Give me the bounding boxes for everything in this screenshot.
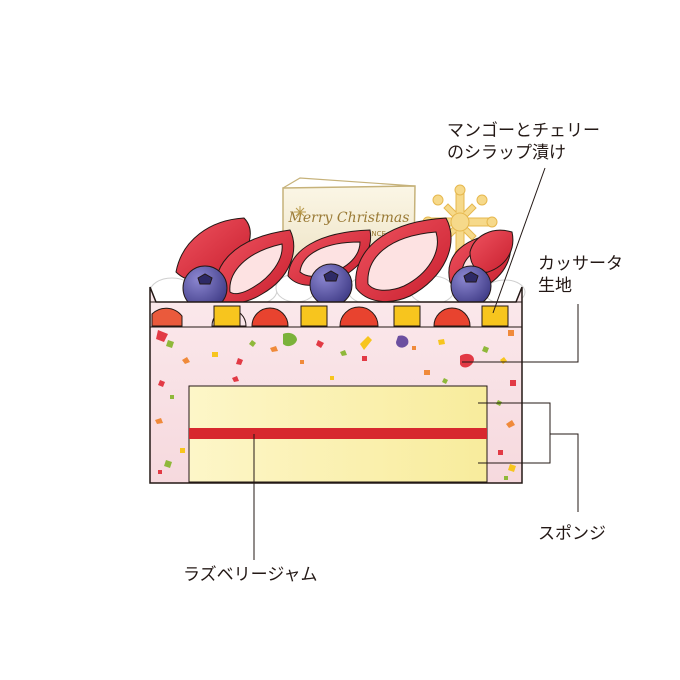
cherry-half bbox=[433, 307, 471, 327]
label-mango-cherry-syrup-line2: のシラップ漬け bbox=[447, 143, 566, 163]
sponge-layer bbox=[188, 385, 488, 483]
label-mango-cherry-syrup-line1: マンゴーとチェリー bbox=[447, 121, 600, 141]
label-sponge: スポンジ bbox=[538, 524, 606, 544]
mango-cube bbox=[393, 305, 421, 327]
strawberry-half-2 bbox=[287, 229, 372, 286]
label-mango-cherry-syrup: マンゴーとチェリー のシラップ漬け bbox=[447, 120, 600, 164]
leader-line-sponge bbox=[550, 433, 579, 512]
plaque-text-line1: Merry Christmas bbox=[288, 210, 410, 226]
blueberry-1 bbox=[182, 265, 228, 311]
mango-cube bbox=[213, 305, 241, 327]
raspberry-jam-layer bbox=[189, 428, 487, 439]
label-cassata-dough-line1: カッサータ bbox=[538, 254, 623, 274]
blueberry-3 bbox=[450, 265, 492, 307]
cassata-fruit-pieces bbox=[155, 330, 516, 480]
top-decorations: Merry Christmas FRANCE bbox=[149, 177, 526, 311]
cherry-half bbox=[339, 306, 379, 327]
label-cassata-dough: カッサータ 生地 bbox=[538, 253, 623, 297]
leader-line-syrup bbox=[492, 167, 546, 314]
mango-cube bbox=[300, 305, 328, 327]
label-cassata-dough-line2: 生地 bbox=[538, 276, 572, 296]
leader-line-sponge-upper bbox=[478, 402, 551, 464]
blueberries bbox=[182, 263, 492, 311]
blueberry-2 bbox=[309, 263, 353, 307]
strawberry-half-3 bbox=[355, 217, 452, 303]
leader-line-cassata bbox=[462, 304, 579, 363]
syrup-fruit-row bbox=[151, 305, 509, 327]
plaque-text-line2: FRANCE bbox=[358, 230, 386, 238]
mango-cube bbox=[481, 305, 509, 327]
leader-lines bbox=[253, 167, 579, 560]
strawberry-half-1 bbox=[215, 229, 295, 304]
label-raspberry-jam: ラズベリージャム bbox=[183, 565, 318, 585]
cherry-half bbox=[251, 307, 289, 327]
